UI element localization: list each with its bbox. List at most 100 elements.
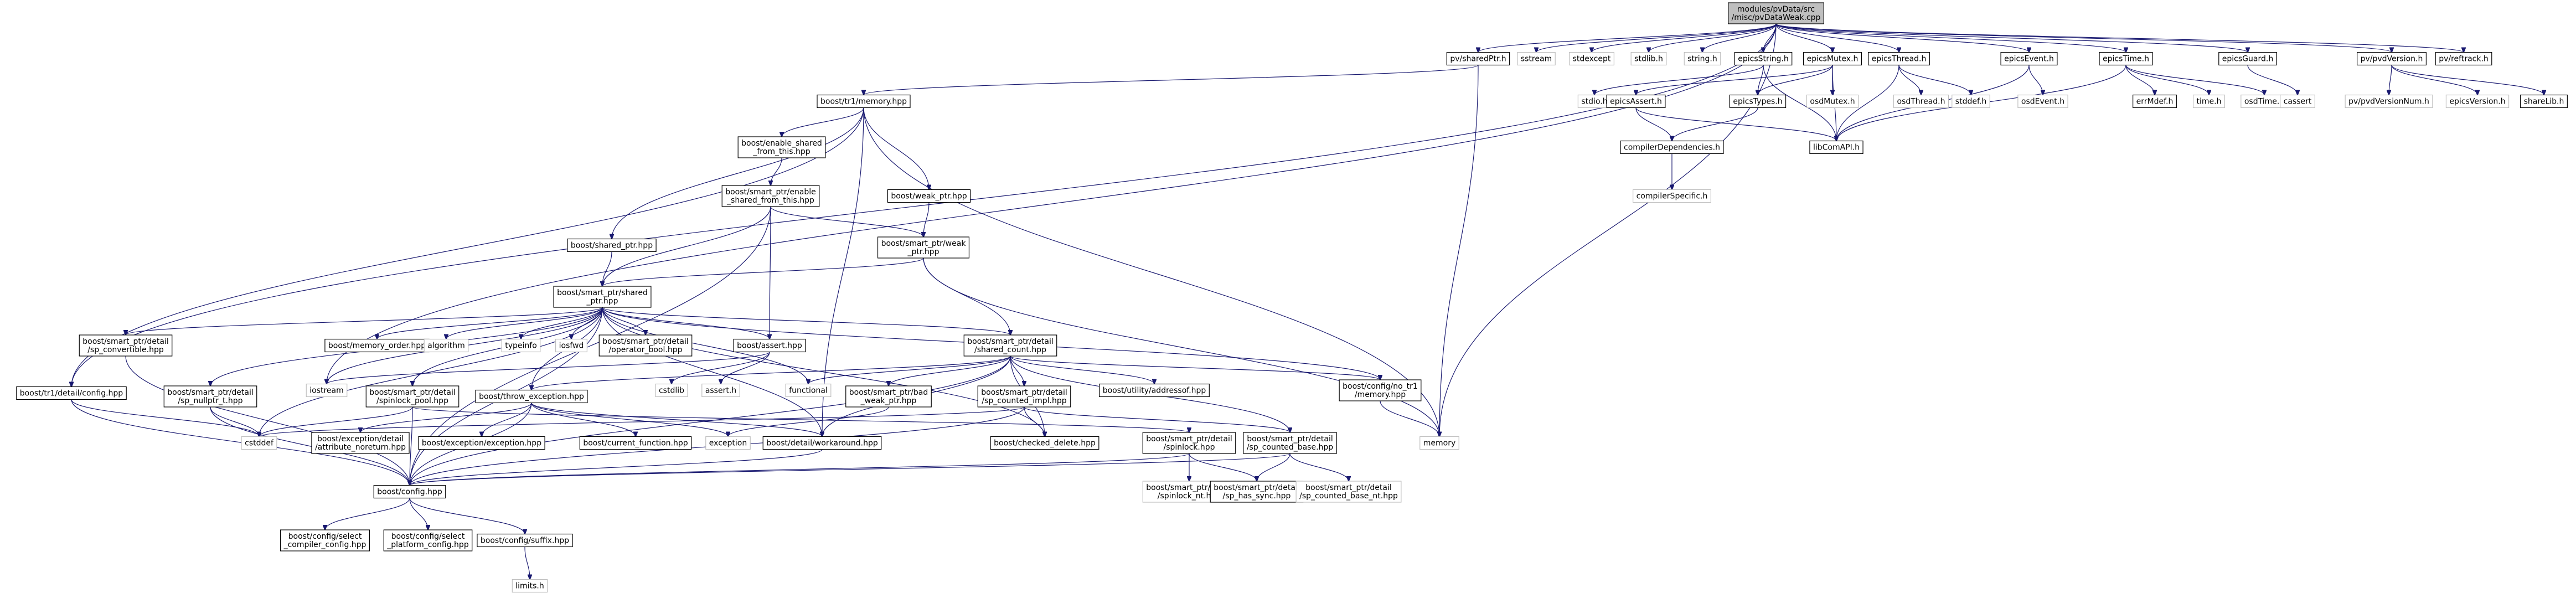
node-epicsstring-h[interactable]: epicsString.h <box>1734 51 1793 66</box>
edge-throwException-to-attrNoreturn <box>360 403 532 433</box>
node-boost-shared-ptr-hpp[interactable]: boost/shared_ptr.hpp <box>567 238 657 252</box>
node-sharelib-h[interactable]: shareLib.h <box>2520 94 2568 109</box>
node-pv-sharedptr-h[interactable]: pv/sharedPtr.h <box>1446 51 1510 66</box>
node-boost-config-hpp[interactable]: boost/config.hpp <box>373 484 446 499</box>
node-boost-exception-exception-hpp[interactable]: boost/exception/exception.hpp <box>418 436 545 450</box>
node-boost-detail-workaround-hpp[interactable]: boost/detail/workaround.hpp <box>762 436 882 450</box>
node-label: exception <box>709 439 747 448</box>
node-label: _weak_ptr.hpp <box>860 396 917 405</box>
node-pv-reftrack-h[interactable]: pv/reftrack.h <box>2435 51 2492 66</box>
edge-pvdVersion-to-pvdVersionNum <box>2389 65 2392 95</box>
node-boost-smart-ptr-bad-weak-ptr-hpp[interactable]: boost/smart_ptr/bad_weak_ptr.hpp <box>845 385 932 408</box>
node-label: stddef.h <box>1955 97 1986 106</box>
node-epicsevent-h[interactable]: epicsEvent.h <box>2000 51 2058 66</box>
edge-spSharedPtr-to-memoryOrder <box>377 307 603 339</box>
node-boost-config-no-tr1-memory-hpp[interactable]: boost/config/no_tr1/memory.hpp <box>1339 379 1422 401</box>
node-boost-smart-ptr-detail-operator-bool-hpp[interactable]: boost/smart_ptr/detail/operator_bool.hpp <box>598 334 693 357</box>
node-label: boost/smart_ptr/detail <box>1247 435 1333 444</box>
node-label: /sp_has_sync.hpp <box>1223 492 1291 501</box>
node-boost-config-select-compiler-config-hpp[interactable]: boost/config/select_compiler_config.hpp <box>280 529 370 551</box>
edge-assertHpp-to-istream <box>327 351 770 384</box>
node-label: boost/tr1/memory.hpp <box>820 97 907 106</box>
node-compilerdependencies-h[interactable]: compilerDependencies.h <box>1620 140 1724 154</box>
node-boost-weak-ptr-hpp[interactable]: boost/weak_ptr.hpp <box>887 189 971 203</box>
node-boost-smart-ptr-weak-ptr-hpp[interactable]: boost/smart_ptr/weak_ptr.hpp <box>877 236 970 259</box>
node-epicsthread-h[interactable]: epicsThread.h <box>1868 51 1930 66</box>
node-box <box>1684 51 1721 66</box>
node-box <box>16 386 127 400</box>
node-boost-smart-ptr-detail-spinlock-pool-hpp[interactable]: boost/smart_ptr/detail/spinlock_pool.hpp <box>365 385 460 408</box>
node-epicsassert-h[interactable]: epicsAssert.h <box>1606 94 1666 109</box>
node-boost-smart-ptr-detail-shared-count-hpp[interactable]: boost/smart_ptr/detail/shared_count.hpp <box>963 334 1057 357</box>
node-label: boost/exception/exception.hpp <box>422 439 541 448</box>
edge-epicsMutex-to-epicsTypes <box>1758 65 1833 95</box>
node-boost-smart-ptr-detail-spinlock-hpp[interactable]: boost/smart_ptr/detail/spinlock.hpp <box>1142 432 1236 454</box>
node-boost-throw-exception-hpp[interactable]: boost/throw_exception.hpp <box>475 389 588 404</box>
edge-root-to-epicsThread <box>1775 23 1899 53</box>
node-boost-exception-detail-attribute-noreturn-hpp[interactable]: boost/exception/detail/attribute_noretur… <box>311 432 410 454</box>
node-boost-smart-ptr-detail-sp-nullptr-t-hpp[interactable]: boost/smart_ptr/detail/sp_nullptr_t.hpp <box>163 385 257 408</box>
edge-throwException-to-exception <box>531 403 728 437</box>
node-boost-checked-delete-hpp[interactable]: boost/checked_delete.hpp <box>990 436 1099 450</box>
node-boost-memory-order-hpp[interactable]: boost/memory_order.hpp <box>324 338 430 353</box>
edge-spinlockPool-to-spinlock <box>412 406 1189 432</box>
node-label: _compiler_config.hpp <box>283 540 366 549</box>
node-box <box>817 94 911 109</box>
node-boost-enable-shared-from-this-hpp[interactable]: boost/enable_shared_from_this.hpp <box>737 136 826 158</box>
node-epicsversion-h: epicsVersion.h <box>2445 94 2510 109</box>
node-boost-smart-ptr-detail-sp-counted-impl-hpp[interactable]: boost/smart_ptr/detail/sp_counted_impl.h… <box>977 385 1071 408</box>
node-label: stdexcept <box>1573 55 1611 64</box>
node-box <box>1446 51 1510 66</box>
node-pv-pvdversion-h[interactable]: pv/pvdVersion.h <box>2357 51 2427 66</box>
node-label: boost/smart_ptr/detail <box>1146 435 1232 444</box>
node-label: errMdef.h <box>2136 97 2174 106</box>
edge-countedImpl-to-countedBase <box>1024 406 1290 432</box>
node-osdthread-h: osdThread.h <box>1893 94 1949 109</box>
node-libcomapi-h[interactable]: libComAPI.h <box>1809 140 1863 154</box>
node-label: string.h <box>1687 55 1717 64</box>
node-epicstime-h[interactable]: epicsTime.h <box>2099 51 2153 66</box>
node-boost-tr1-detail-config-hpp[interactable]: boost/tr1/detail/config.hpp <box>16 386 127 400</box>
node-boost-tr1-memory-hpp[interactable]: boost/tr1/memory.hpp <box>817 94 911 109</box>
edge-spSharedPtr-to-sharedCount <box>602 307 1010 335</box>
node-epicsguard-h[interactable]: epicsGuard.h <box>2218 51 2277 66</box>
node-epicsmutex-h[interactable]: epicsMutex.h <box>1803 51 1862 66</box>
node-label: /sp_counted_impl.hpp <box>982 396 1066 405</box>
edge-throwException-to-exceptionHpp <box>482 403 532 437</box>
node-boost-smart-ptr-detail-sp-has-sync-hpp[interactable]: boost/smart_ptr/detail/sp_has_sync.hpp <box>1210 481 1304 503</box>
node-label: boost/smart_ptr/detail <box>602 337 688 346</box>
edge-suffix-to-limits <box>524 547 530 580</box>
node-boost-config-select-platform-config-hpp[interactable]: boost/config/select_platform_config.hpp <box>383 529 473 551</box>
node-boost-config-suffix-hpp[interactable]: boost/config/suffix.hpp <box>477 533 573 548</box>
node-label: boost/smart_ptr/detail <box>369 388 455 397</box>
node-label: boost/utility/addressof.hpp <box>1103 386 1206 395</box>
node-epicstypes-h[interactable]: epicsTypes.h <box>1729 94 1787 109</box>
node-box <box>477 533 573 548</box>
node-box <box>383 529 473 551</box>
node-label: boost/config/select <box>391 532 465 541</box>
node-cassert: cassert <box>2280 94 2315 109</box>
node-boost-utility-addressof-hpp[interactable]: boost/utility/addressof.hpp <box>1099 383 1210 398</box>
node-cstddef: cstddef <box>241 436 277 450</box>
node-label: epicsGuard.h <box>2222 55 2273 64</box>
edge-assertHpp-to-cstdlib <box>672 352 770 384</box>
node-label: epicsThread.h <box>1872 55 1927 64</box>
node-pv-pvdversionnum-h: pv/pvdVersionNum.h <box>2345 94 2433 109</box>
node-box <box>721 185 820 207</box>
node-boost-assert-hpp[interactable]: boost/assert.hpp <box>733 338 806 353</box>
node-boost-smart-ptr-enable-shared-from-this-hpp[interactable]: boost/smart_ptr/enable_shared_from_this.… <box>721 185 820 207</box>
node-algorithm: algorithm <box>424 338 469 353</box>
node-box <box>655 383 688 398</box>
node-boost-smart-ptr-detail-sp-convertible-hpp[interactable]: boost/smart_ptr/detail/sp_convertible.hp… <box>79 334 173 357</box>
node-layer: modules/pvData/src/misc/pvDataWeak.cpppv… <box>16 2 2568 593</box>
node-memory: memory <box>1419 436 1459 450</box>
node-osdmutex-h: osdMutex.h <box>1806 94 1859 109</box>
node-boost-current-function-hpp[interactable]: boost/current_function.hpp <box>579 436 692 450</box>
node-box <box>1803 51 1862 66</box>
edge-spSharedPtr-to-workaround <box>602 307 822 437</box>
node-boost-smart-ptr-shared-ptr-hpp[interactable]: boost/smart_ptr/shared_ptr.hpp <box>553 286 652 308</box>
node-errmdef-h[interactable]: errMdef.h <box>2133 94 2177 109</box>
edge-epicsTime-to-errMdef <box>2125 65 2155 95</box>
edge-pvdVersion-to-epicsVersion <box>2391 65 2477 95</box>
node-boost-smart-ptr-detail-sp-counted-base-hpp[interactable]: boost/smart_ptr/detail/sp_counted_base.h… <box>1243 432 1337 454</box>
